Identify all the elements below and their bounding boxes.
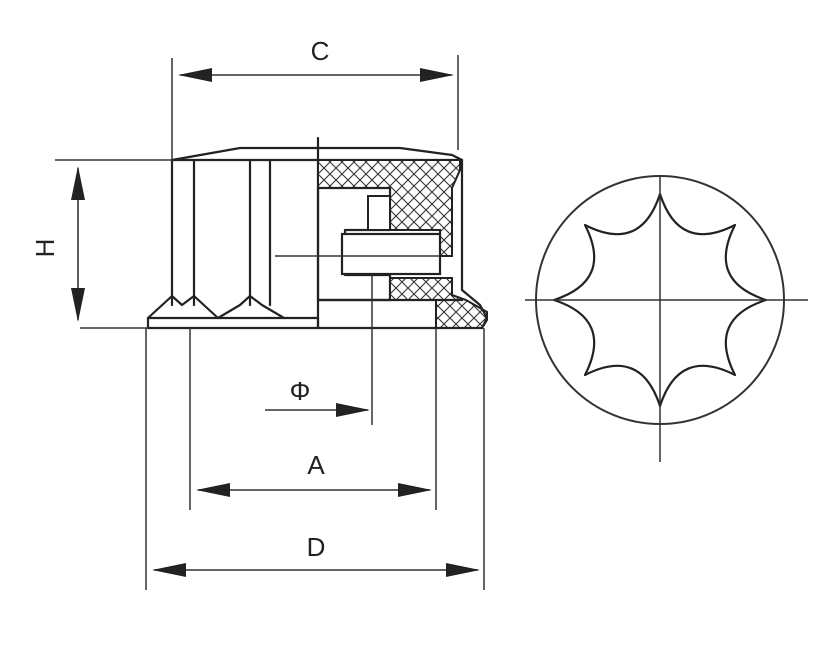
set-screw [340,232,442,276]
knob-top-outline [170,146,464,162]
dimension-phi: Φ [265,275,373,425]
arrow-d-right [446,563,480,577]
dimension-a: A [189,328,437,510]
arrow-h-bottom [71,288,85,322]
dimension-d: D [145,328,485,590]
base-flange [146,316,320,330]
arrow-c-left [178,68,212,82]
arrow-phi [336,403,370,417]
set-screw-slot [367,195,391,231]
arrow-c-right [420,68,454,82]
side-view [146,136,489,330]
arrow-h-top [71,166,85,200]
knob-right-edge [460,158,489,330]
arrow-d-left [152,563,186,577]
dimension-h: H [30,159,172,329]
arrow-a-left [196,483,230,497]
dimension-c: C [171,36,459,160]
label-a: A [307,450,325,480]
hatch-bottom [389,277,488,329]
label-c: C [311,36,330,66]
label-h: H [30,239,60,258]
flute-serration [146,294,286,320]
label-phi: Φ [290,376,311,406]
arrow-a-right [398,483,432,497]
label-d: D [307,532,326,562]
top-view [525,175,808,462]
